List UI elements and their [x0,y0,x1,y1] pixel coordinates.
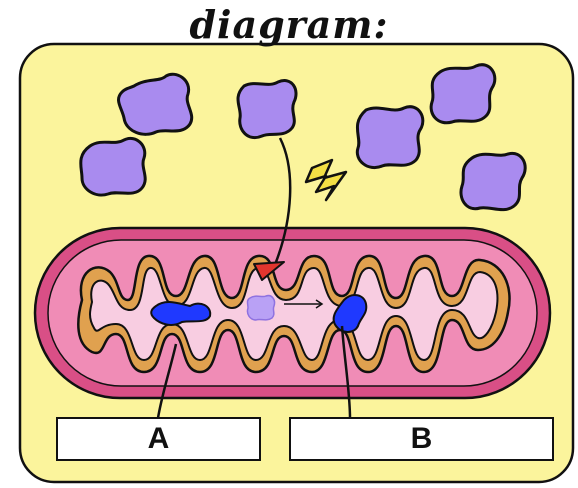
purple-molecule [79,137,147,197]
purple-molecules [79,63,527,212]
purple-molecule [429,63,497,125]
blue-molecule [150,300,212,326]
matrix [89,266,499,362]
diagram-title: diagram: [189,2,389,47]
leader-line-a [156,343,178,419]
label-box-b[interactable]: B [289,417,554,461]
label-a: A [147,422,170,455]
purple-molecule [355,105,425,169]
small-purple-molecule [246,294,276,321]
label-box-a[interactable]: A [56,417,261,461]
entry-arrow-line [274,137,292,263]
conversion-arrow [284,299,324,309]
inner-membrane [77,254,511,374]
purple-molecule [117,72,194,136]
lightning-bolt-icon [304,158,348,202]
label-b: B [410,422,433,455]
purple-molecule [459,151,527,212]
leader-line-b [340,325,352,419]
purple-molecule [236,79,298,139]
red-arrowhead [253,261,285,281]
blue-molecule [332,294,368,333]
